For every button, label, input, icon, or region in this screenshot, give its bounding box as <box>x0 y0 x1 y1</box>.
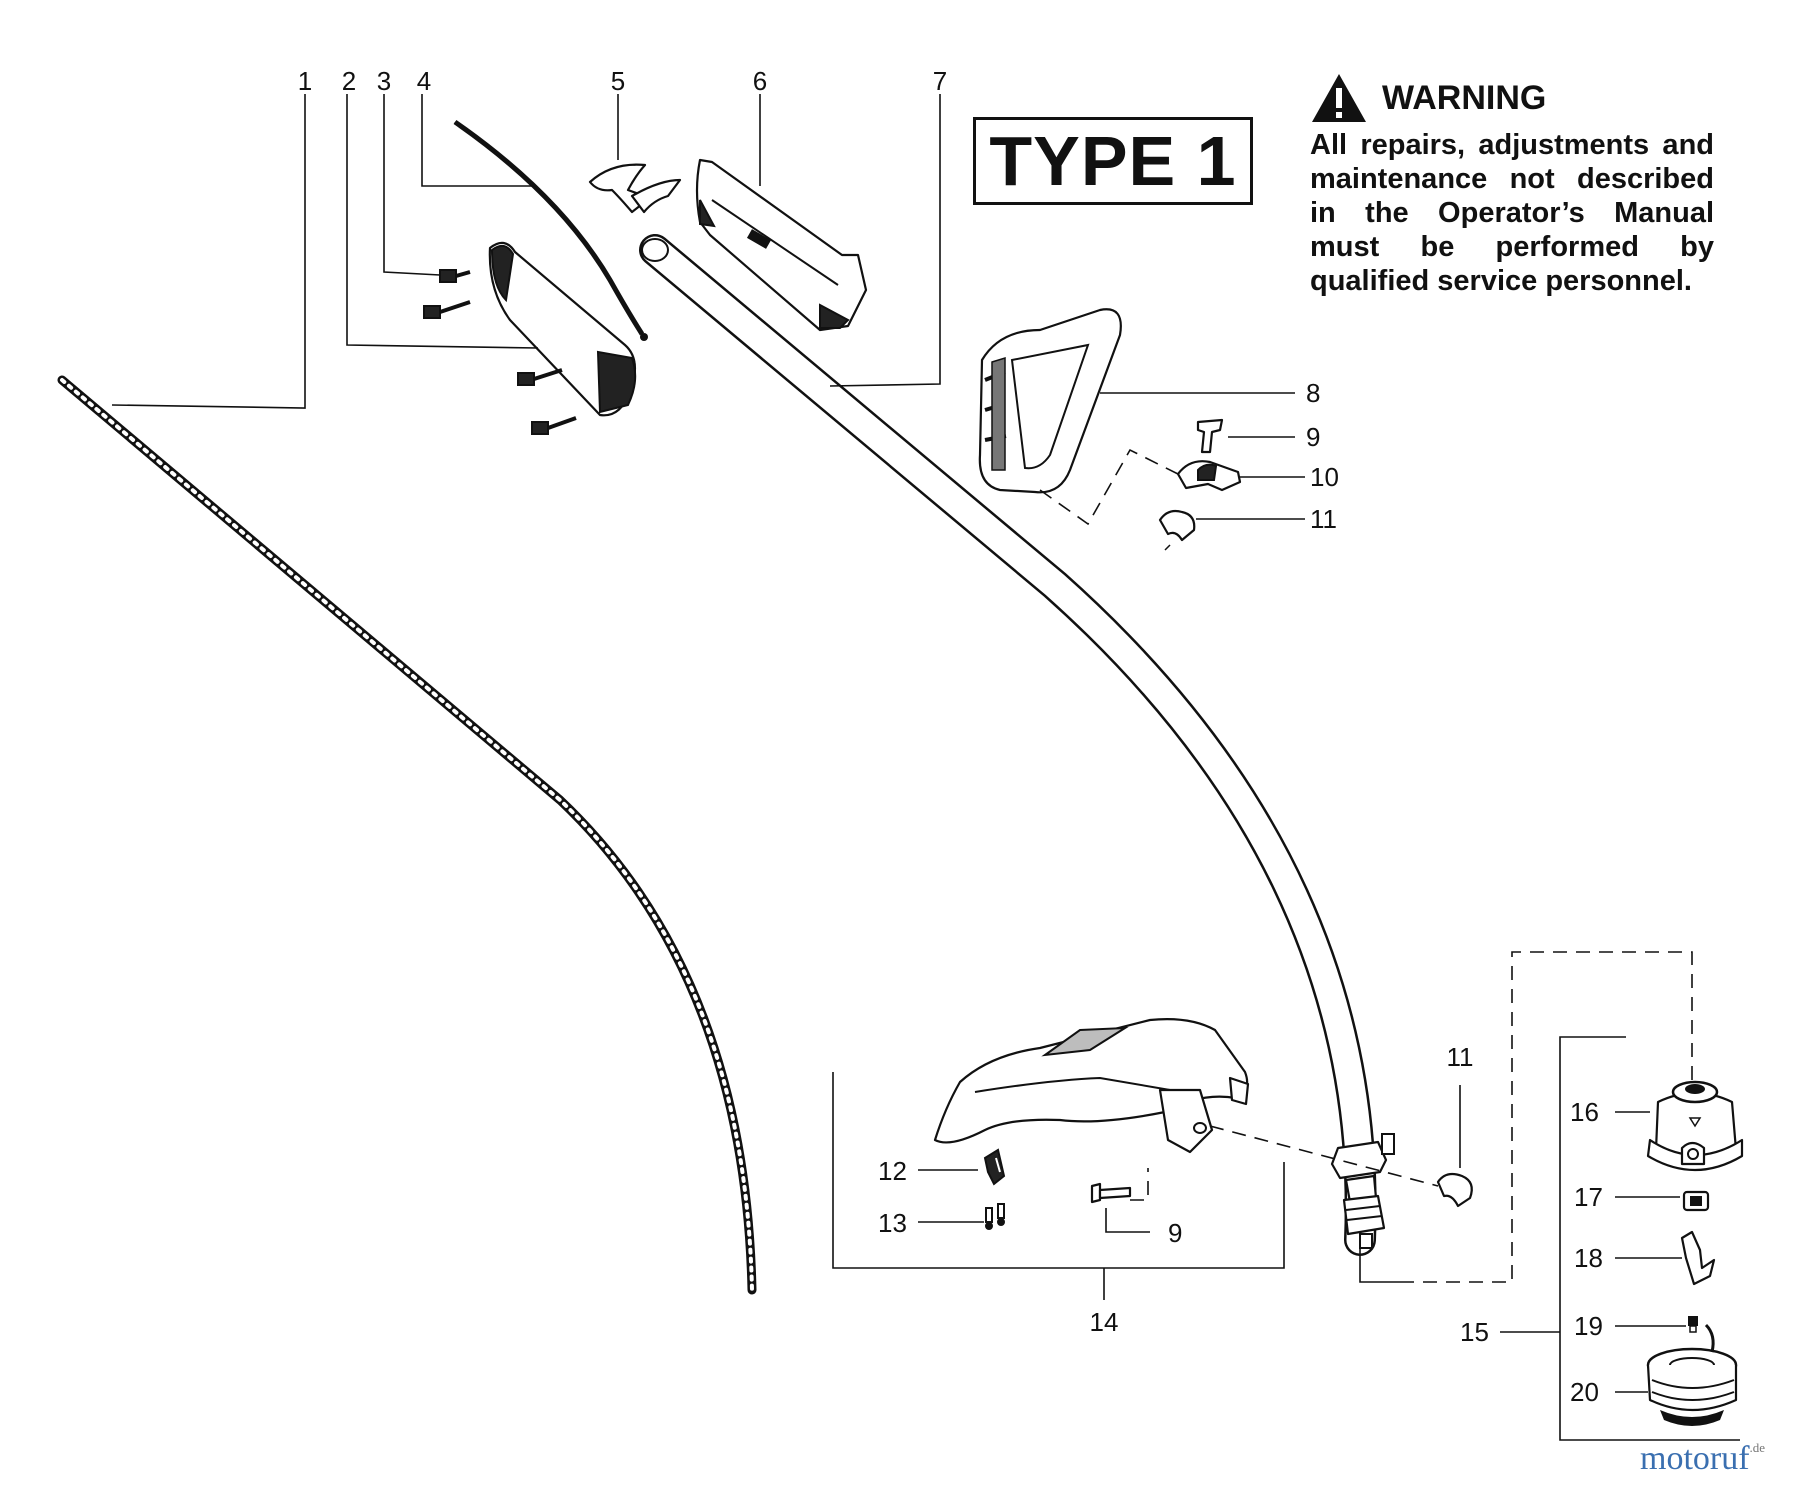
part-5-throttle-trigger <box>588 163 682 214</box>
callout-11: 11 <box>1310 504 1337 534</box>
callout-9-lower: 9 <box>1168 1218 1182 1248</box>
part-3-screws <box>423 269 577 435</box>
callout-16: 16 <box>1570 1097 1599 1127</box>
callout-2: 2 <box>342 66 356 96</box>
part-19-screw <box>1688 1316 1698 1333</box>
part-13-small-screws <box>985 1203 1005 1230</box>
callout-9: 9 <box>1306 422 1320 452</box>
callout-3: 3 <box>377 66 391 96</box>
callout-numbers: 1 2 3 4 5 6 7 8 9 10 11 11 12 13 9 14 15… <box>298 66 1603 1407</box>
part-9-bolt-upper <box>1196 418 1224 454</box>
callout-19: 19 <box>1574 1311 1603 1341</box>
part-7-drive-tube <box>639 234 1377 1256</box>
callout-13: 13 <box>878 1208 907 1238</box>
part-16-head-housing <box>1646 1080 1744 1171</box>
part-14-grass-shield <box>933 1018 1250 1154</box>
callout-17: 17 <box>1574 1182 1603 1212</box>
watermark-tld: .de <box>1749 1440 1766 1455</box>
part-4-throttle-cable <box>453 119 648 341</box>
part-11-wing-nut-upper <box>1158 509 1196 551</box>
callout-7: 7 <box>933 66 947 96</box>
leader-lines <box>111 94 1740 1441</box>
part-12-clip <box>983 1148 1006 1186</box>
part-20-spool <box>1646 1323 1738 1426</box>
type-label: TYPE 1 <box>973 117 1253 205</box>
part-17-nut <box>1682 1190 1710 1212</box>
callout-8: 8 <box>1306 378 1320 408</box>
callout-15: 15 <box>1460 1317 1489 1347</box>
warning-title: WARNING <box>1382 78 1547 117</box>
part-9-bolt-lower <box>1090 1182 1132 1204</box>
callout-6: 6 <box>753 66 767 96</box>
warning-triangle-icon <box>1312 74 1366 122</box>
warning-notice: WARNING All repairs, adjustments and mai… <box>1310 72 1714 298</box>
watermark-name: motoruf <box>1640 1440 1750 1477</box>
callout-11-lower: 11 <box>1447 1042 1474 1072</box>
callout-18: 18 <box>1574 1243 1603 1273</box>
part-8-loop-handle <box>978 308 1122 494</box>
callout-14: 14 <box>1090 1307 1119 1337</box>
callout-1: 1 <box>298 66 312 96</box>
warning-text: All repairs, adjustments and maintenance… <box>1310 129 1714 297</box>
watermark-logo: motoruf.de <box>1640 1440 1765 1478</box>
callout-20: 20 <box>1570 1377 1599 1407</box>
callout-10: 10 <box>1310 462 1339 492</box>
callout-12: 12 <box>878 1156 907 1186</box>
part-2-handle-grip <box>488 241 637 417</box>
part-11-wing-nut-lower <box>1436 1172 1473 1208</box>
part-6-handle-housing <box>695 158 868 332</box>
part-1-drive-cable <box>57 375 757 1295</box>
part-10-handle-clamp <box>1176 460 1242 492</box>
callout-4: 4 <box>417 66 431 96</box>
callout-5: 5 <box>611 66 625 96</box>
tube-coupling <box>1330 1133 1395 1249</box>
part-18-spring-clip <box>1680 1230 1716 1286</box>
warning-header: WARNING <box>1310 72 1714 124</box>
